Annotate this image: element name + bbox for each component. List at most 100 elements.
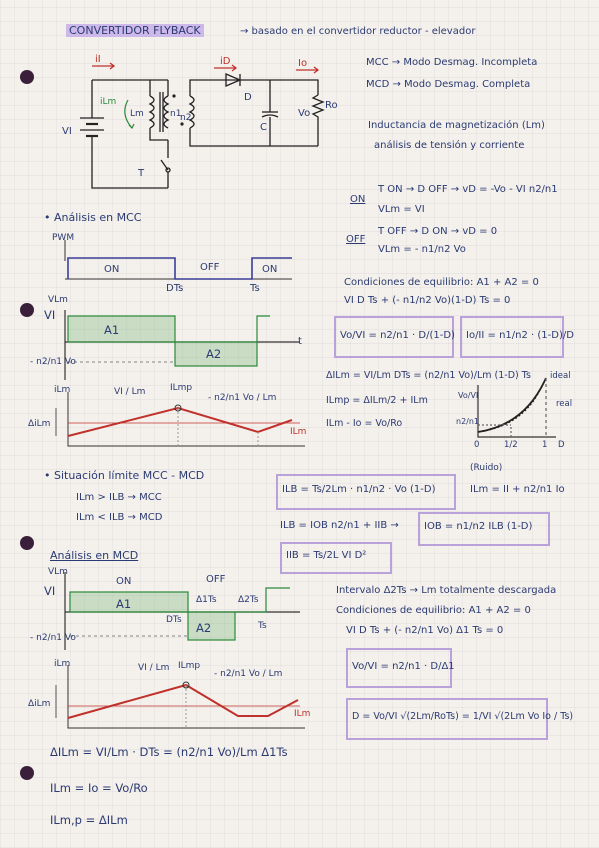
label-n1: n1 [170, 109, 182, 119]
mcd-off: OFF [206, 574, 226, 585]
binder-hole [20, 70, 34, 84]
box2-text: Io/II = n1/n2 · (1-D)/D [466, 330, 574, 341]
mcc-vi: VI [44, 308, 56, 322]
binder-hole [20, 303, 34, 317]
eq-mcd: VI D Ts + (- n2/n1 Vo) Δ1 Ts = 0 [346, 625, 504, 636]
mode-mcd: MCD → Modo Desmag. Completa [366, 79, 531, 90]
mcc-a2: A2 [206, 347, 222, 361]
bottom-l3: ILm,p = ΔILm [50, 813, 128, 827]
label-d: D [244, 92, 252, 103]
off-line1: T OFF → D ON → vD = 0 [378, 226, 498, 237]
mcd-ilm-avg: ILm [294, 709, 311, 719]
inductancia-line1: Inductancia de magnetización (Lm) [368, 120, 545, 131]
bottom-l1: ΔILm = VI/Lm · DTs = (n2/n1 Vo)/Lm Δ1Ts [50, 745, 288, 759]
mcc-t-axis: t [298, 336, 302, 347]
dot-markers [172, 94, 184, 126]
binder-hole [20, 766, 34, 780]
limite-l2: ILm < ILB → MCD [76, 512, 163, 523]
mcc-pwm: PWM [52, 233, 75, 243]
box-vo-vi-mcd [346, 648, 452, 688]
mcd-ilm-waveform [55, 665, 305, 729]
mcd-ilmp: ILmp [178, 661, 201, 671]
equilibrio2: Condiciones de equilibrio: A1 + A2 = 0 [336, 605, 531, 616]
mcc-on: ON [104, 264, 120, 275]
box-iob [418, 512, 550, 546]
mcc-ilm: iLm [54, 385, 71, 395]
label-io: Io [298, 58, 308, 69]
label-c: C [260, 122, 267, 133]
mcc-slope-up: VI / Lm [114, 387, 146, 397]
graph-x1: 1 [542, 440, 548, 450]
mcd-dilm: ΔiLm [28, 699, 51, 709]
intervalo: Intervalo Δ2Ts → Lm totalmente descargad… [336, 585, 557, 596]
graph-ratio: n2/n1 [456, 417, 480, 426]
off-label: OFF [346, 234, 366, 245]
mcc-dts: DTs [166, 283, 184, 294]
circuit-current-arrows [92, 62, 320, 74]
mcc-ilm-waveform [55, 392, 305, 447]
box-vo-vi-mcc [334, 316, 454, 358]
label-vi: VI [62, 126, 72, 137]
label-ii: iI [95, 54, 101, 65]
delta-ilm: ΔILm = VI/Lm DTs = (n2/n1 Vo)/Lm (1-D) T… [326, 370, 531, 381]
box-io-ii-mcc [460, 316, 564, 358]
mcd-heading: Análisis en MCD [50, 549, 139, 562]
mcc-on2: ON [262, 264, 278, 275]
mcd-vlm-waveform [64, 572, 300, 650]
flyback-circuit [80, 73, 325, 189]
limite-heading: • Situación límite MCC - MCD [44, 469, 205, 482]
label-ro: Ro [325, 100, 338, 111]
on-label: ON [350, 194, 366, 205]
mcc-vlm: VLm [48, 295, 68, 305]
mcc-slope-dn: - n2/n1 Vo / Lm [208, 393, 277, 403]
binder-hole [20, 536, 34, 550]
mcc-pwm-waveform [64, 240, 292, 280]
mcc-neg: - n2/n1 Vo [30, 357, 76, 367]
mcd-ilm: iLm [54, 659, 71, 669]
mcc-ts: Ts [250, 283, 260, 294]
mcd-vlm: VLm [48, 567, 68, 577]
iob-box-text: IOB = n1/n2 ILB (1-D) [424, 521, 533, 532]
on-line1: T ON → D OFF → vD = -Vo - VI n2/n1 [378, 184, 558, 195]
ilb-box-text: ILB = Ts/2Lm · n1/n2 · Vo (1-D) [282, 484, 436, 495]
label-id: iD [220, 56, 231, 67]
box-iib [280, 542, 392, 574]
page-title: CONVERTIDOR FLYBACK [66, 24, 204, 37]
box-d-formula [346, 698, 548, 740]
off-line2: VLm = - n1/n2 Vo [378, 244, 466, 255]
mcc-ilmp: ILmp [170, 383, 193, 393]
label-ilm: iLm [100, 97, 117, 107]
mcd-neg: - n2/n1 Vo [30, 633, 76, 643]
label-lm: Lm [130, 109, 144, 119]
mcd-d1ts: Δ1Ts [196, 595, 217, 605]
mcd-dts: DTs [166, 615, 182, 625]
inductancia-line2: análisis de tensión y corriente [374, 140, 525, 151]
on-line2: VLm = VI [378, 204, 425, 215]
ilm-arrow [124, 99, 135, 130]
title-note: → basado en el convertidor reductor - el… [240, 26, 476, 37]
box1-text: Vo/VI = n2/n1 · D/(1-D) [340, 330, 455, 341]
mcc-vlm-waveform [64, 310, 300, 380]
vo-vi-graph [477, 377, 556, 438]
ilb-eq: ILB = IOB n2/n1 + IIB → [280, 520, 399, 531]
mcd-vi: VI [44, 584, 56, 598]
mcc-dilm: ΔiLm [28, 419, 51, 429]
ilm-io: ILm - Io = Vo/Ro [326, 418, 403, 429]
graph-xh: 1/2 [504, 440, 518, 450]
graph-xl: D [558, 440, 565, 450]
limite-l1: ILm > ILB → MCC [76, 492, 162, 503]
mcc-heading: • Análisis en MCC [44, 211, 142, 224]
label-vo: Vo [298, 108, 311, 119]
mcd-slope-dn: - n2/n1 Vo / Lm [214, 669, 283, 679]
iib-box-text: IIB = Ts/2L VI D² [286, 550, 367, 561]
mcc-ilm-avg: ILm [290, 427, 307, 437]
box4-text: D = Vo/VI √(2Lm/RoTs) = 1/VI √(2Lm Vo Io… [352, 711, 574, 722]
graph-x0: 0 [474, 440, 480, 450]
ilm-sum: ILm = II + n2/n1 Io [470, 484, 565, 495]
eq-main: VI D Ts + (- n1/n2 Vo)(1-D) Ts = 0 [344, 295, 511, 306]
mcd-on: ON [116, 576, 132, 587]
label-t: T [138, 168, 145, 179]
label-n2: n2 [180, 113, 192, 123]
